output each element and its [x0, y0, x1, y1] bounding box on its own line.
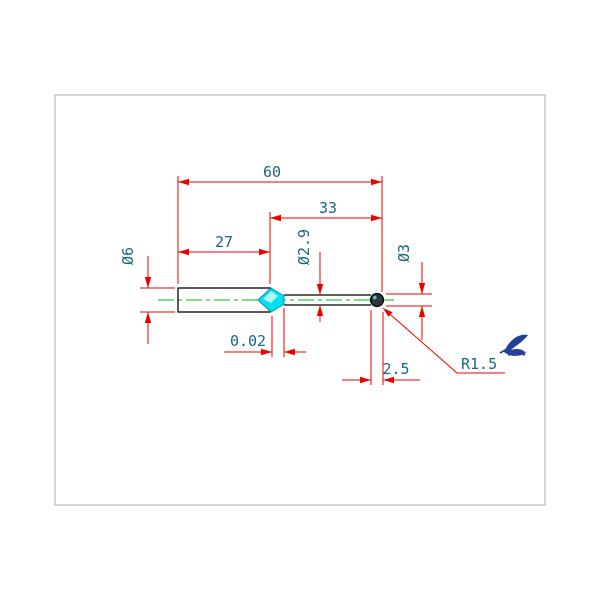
- tip-ball: [369, 292, 385, 308]
- dim-label-tip-radius: R1.5: [461, 355, 497, 373]
- dim-shaft-diameter: Ø2.9: [295, 229, 324, 322]
- dim-overall-length: 60: [177, 163, 383, 292]
- part-outline: [177, 287, 385, 313]
- carbide-tip-highlight: [263, 291, 278, 303]
- dim-tip-radius: R1.5: [382, 307, 505, 374]
- dim-label-ball-offset: 2.5: [382, 360, 409, 378]
- dim-label-front-length: 33: [319, 199, 337, 217]
- dim-runout: 0.02: [224, 308, 306, 357]
- dim-label-shank-length: 27: [215, 233, 233, 251]
- dim-front-length: 33: [269, 199, 382, 284]
- dim-label-shaft-diameter: Ø2.9: [295, 229, 313, 265]
- dim-ball-offset: 2.5: [342, 310, 420, 385]
- dim-label-ball-diameter: Ø3: [395, 244, 413, 262]
- tip-ball-highlight: [373, 295, 377, 300]
- bird-logo-icon: [499, 334, 528, 356]
- dim-shank-length: 27: [178, 233, 270, 256]
- dim-shank-diameter: Ø6: [119, 247, 175, 344]
- dim-ball-diameter: Ø3: [386, 244, 432, 340]
- dim-label-shank-diameter: Ø6: [119, 247, 137, 265]
- dim-label-overall-length: 60: [263, 163, 281, 181]
- dim-label-runout: 0.02: [230, 332, 266, 350]
